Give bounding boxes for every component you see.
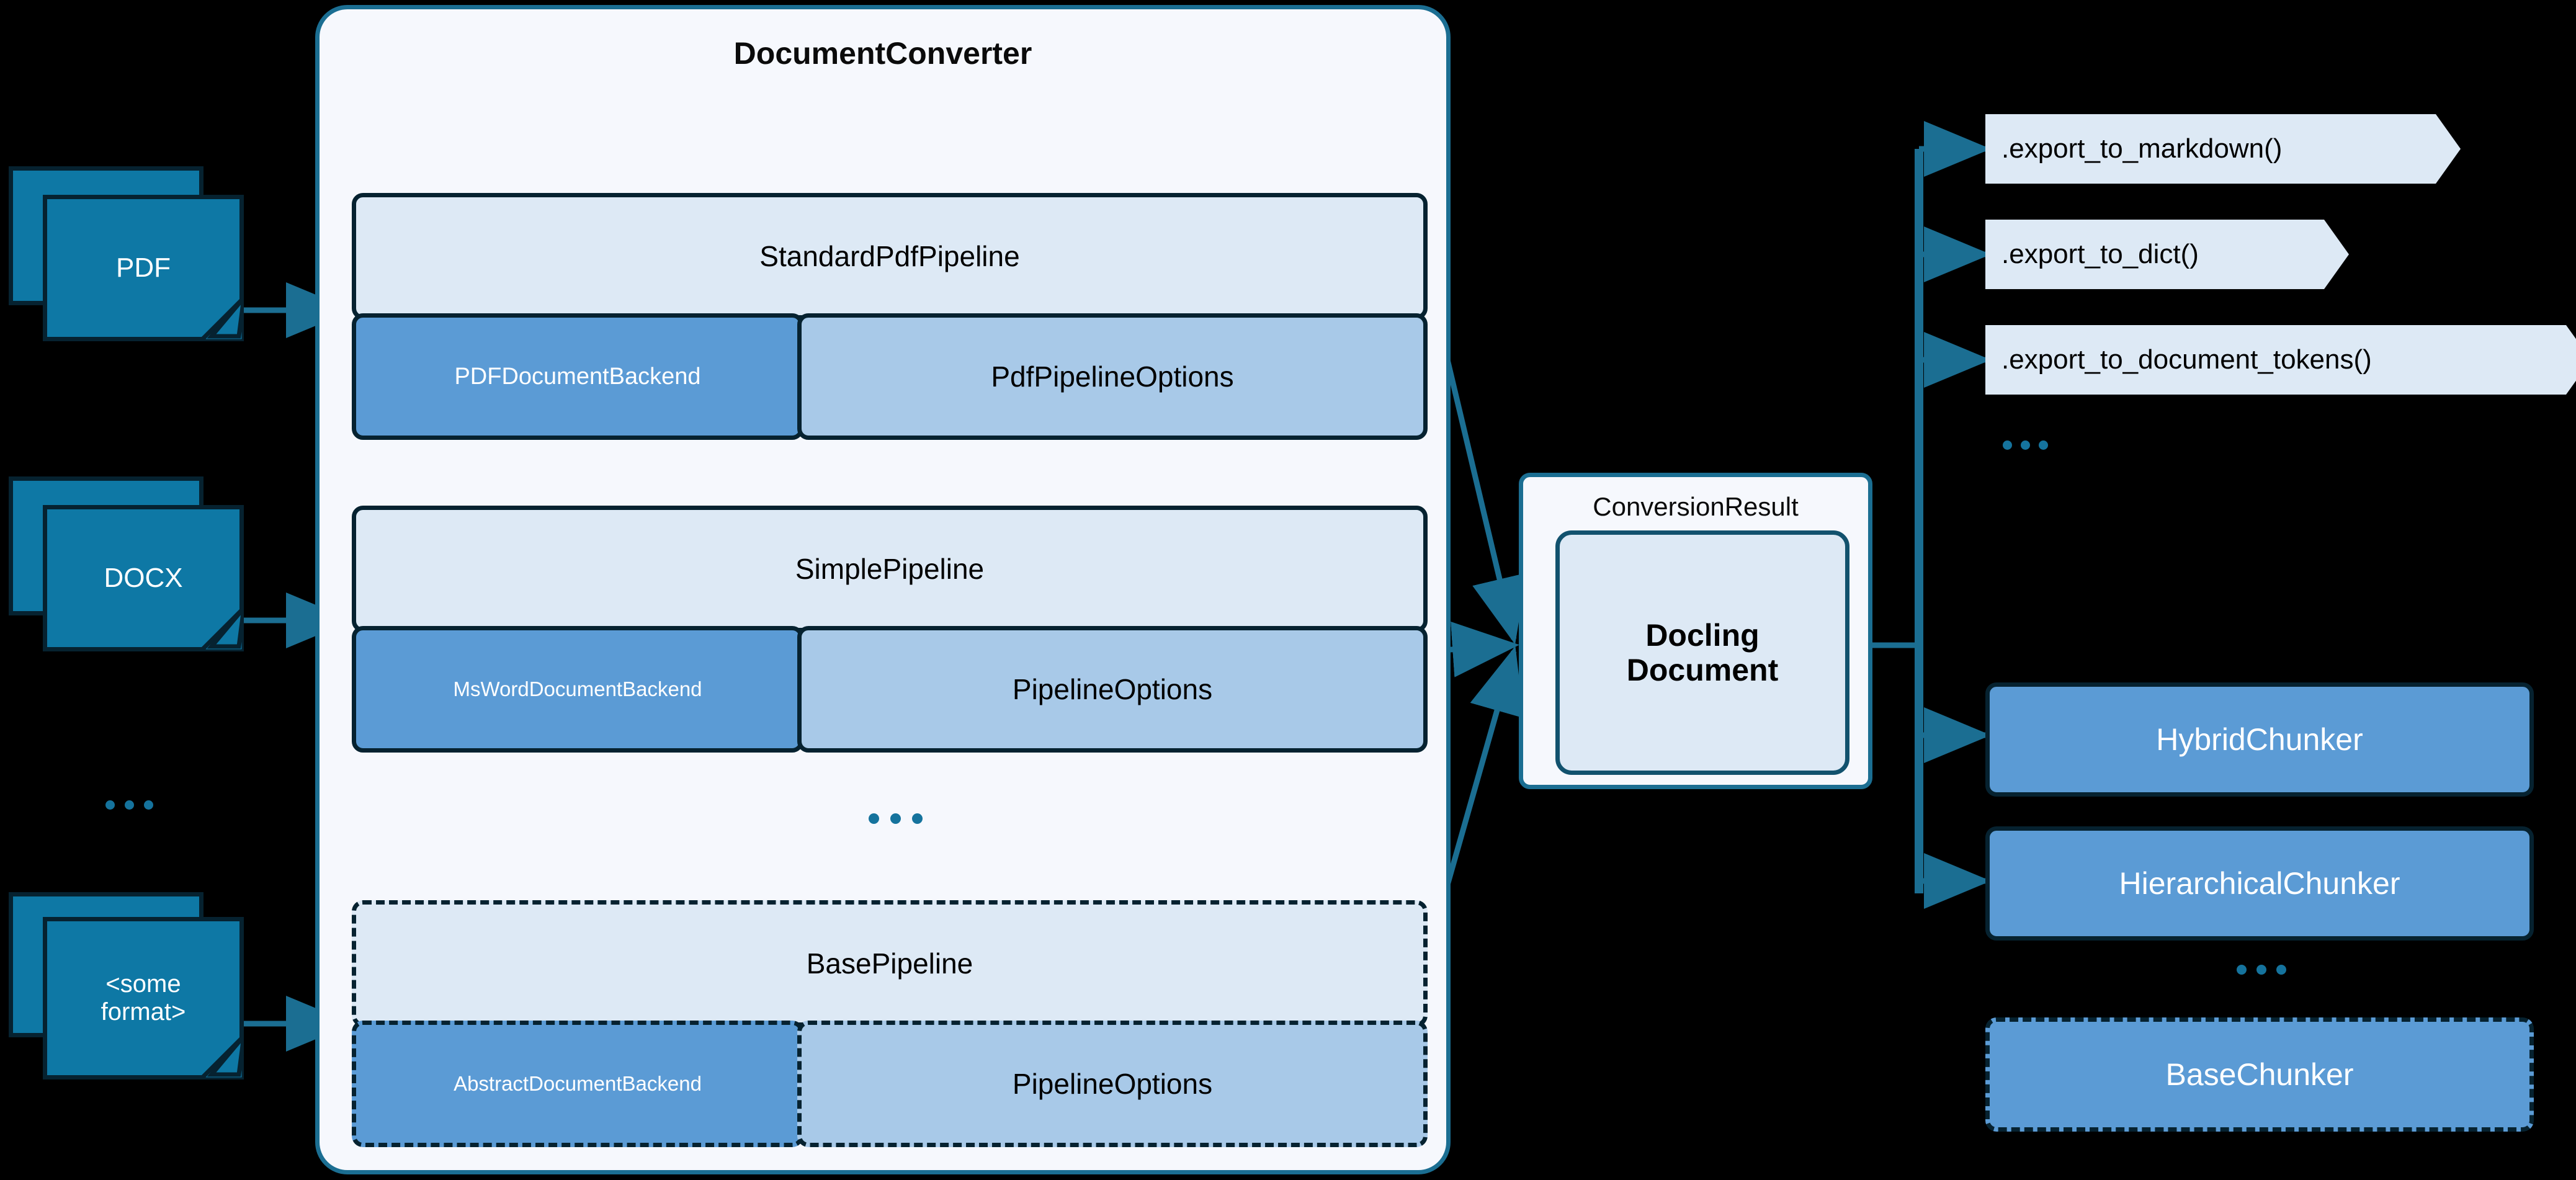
base-pipeline-label: BasePipeline: [806, 947, 973, 980]
conversion-result-label: ConversionResult: [1593, 492, 1799, 521]
docx-document-front-sheet: DOCX: [43, 505, 244, 651]
export-to-dict-shape[interactable]: .export_to_dict(): [1985, 220, 2349, 289]
hierarchical-chunker-label: HierarchicalChunker: [2119, 866, 2400, 901]
abstract-document-backend-box[interactable]: AbstractDocumentBackend: [352, 1021, 803, 1147]
conversion-result-panel: ConversionResult Docling Document: [1519, 473, 1872, 789]
standard-pdf-pipeline-box[interactable]: StandardPdfPipeline: [352, 193, 1428, 320]
export-to-markdown-shape[interactable]: .export_to_markdown(): [1985, 114, 2461, 184]
base-chunker-label: BaseChunker: [2165, 1057, 2354, 1092]
docling-document-line2: Document: [1626, 653, 1779, 687]
pdf-document-front-sheet: PDF: [43, 195, 244, 341]
input-ellipsis: [105, 800, 153, 810]
hierarchical-chunker-box[interactable]: HierarchicalChunker: [1985, 826, 2534, 941]
export-to-dict-label: .export_to_dict(): [2001, 239, 2199, 269]
docling-document-line1: Docling: [1645, 618, 1760, 653]
msword-document-backend-box[interactable]: MsWordDocumentBackend: [352, 626, 803, 753]
docx-document[interactable]: DOCX: [9, 476, 244, 651]
hybrid-chunker-label: HybridChunker: [2156, 722, 2363, 757]
simple-pipeline-label: SimplePipeline: [795, 553, 985, 585]
pipeline-options-label-base: PipelineOptions: [1012, 1068, 1213, 1100]
pdf-document-label: PDF: [116, 253, 171, 284]
document-converter-panel: DocumentConverter StandardPdfPipeline PD…: [315, 5, 1451, 1174]
page-title: DocumentConverter: [733, 36, 1032, 71]
some-format-document-front-sheet: <some format>: [43, 917, 244, 1079]
base-chunker-box[interactable]: BaseChunker: [1985, 1017, 2534, 1132]
pipeline-options-box-simple[interactable]: PipelineOptions: [797, 626, 1428, 753]
export-to-document-tokens-shape[interactable]: .export_to_document_tokens(): [1985, 325, 2576, 395]
abstract-document-backend-label: AbstractDocumentBackend: [454, 1072, 702, 1095]
pdf-document-backend-label: PDFDocumentBackend: [454, 363, 701, 390]
base-pipeline-box[interactable]: BasePipeline: [352, 900, 1428, 1027]
export-ellipsis: [2003, 440, 2048, 450]
pipeline-ellipsis: [869, 813, 923, 824]
pdf-pipeline-options-box[interactable]: PdfPipelineOptions: [797, 313, 1428, 440]
hybrid-chunker-box[interactable]: HybridChunker: [1985, 682, 2534, 797]
docling-document-label: Docling Document: [1627, 618, 1778, 687]
docling-document-box[interactable]: Docling Document: [1555, 530, 1849, 775]
export-to-markdown-label: .export_to_markdown(): [2001, 133, 2283, 164]
pdf-document[interactable]: PDF: [9, 166, 244, 341]
chunker-ellipsis: [2237, 965, 2286, 975]
simple-pipeline-box[interactable]: SimplePipeline: [352, 506, 1428, 632]
docx-document-label: DOCX: [104, 563, 183, 594]
some-format-document[interactable]: <some format>: [9, 892, 244, 1079]
standard-pdf-pipeline-label: StandardPdfPipeline: [759, 240, 1020, 272]
some-format-document-label: <some format>: [101, 970, 186, 1026]
export-to-document-tokens-label: .export_to_document_tokens(): [2001, 344, 2372, 375]
pipeline-options-label-simple: PipelineOptions: [1012, 673, 1213, 705]
pdf-document-backend-box[interactable]: PDFDocumentBackend: [352, 313, 803, 440]
pdf-pipeline-options-label: PdfPipelineOptions: [991, 360, 1234, 393]
msword-document-backend-label: MsWordDocumentBackend: [453, 677, 702, 700]
pipeline-options-box-base[interactable]: PipelineOptions: [797, 1021, 1428, 1147]
